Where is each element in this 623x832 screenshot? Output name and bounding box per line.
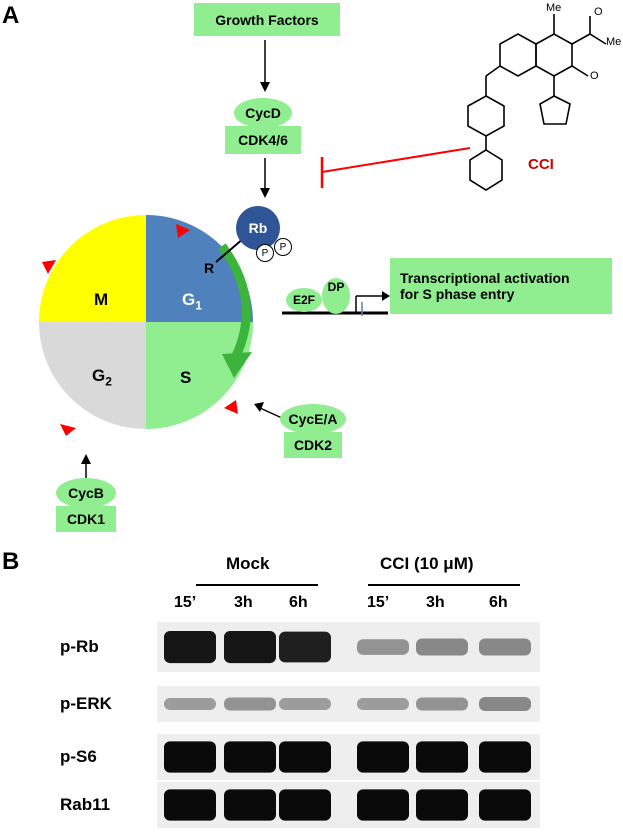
inhibition-line [321, 147, 471, 173]
panel-a-letter: A [2, 2, 20, 29]
phase-m-label: M [94, 290, 109, 309]
panel-b-letter: B [2, 548, 20, 575]
blot-band [164, 741, 216, 773]
chem-me-label: Me [606, 36, 622, 48]
checkpoint-marker [176, 224, 190, 238]
phase-m-quadrant [39, 215, 146, 322]
cdk2-box: CDK2 [284, 432, 342, 458]
blot-row-label: p-ERK [60, 694, 112, 713]
blot-band [416, 741, 468, 773]
blot-band [279, 631, 331, 663]
blot-band [279, 698, 331, 710]
blot-band [479, 638, 531, 656]
blot-band [479, 741, 531, 773]
phospho-circle: P [274, 238, 292, 256]
lane-label: 6h [489, 594, 508, 611]
cyce-ellipse: CycE/A [280, 404, 346, 434]
blot-band [357, 639, 409, 655]
checkpoint-marker [42, 260, 56, 274]
blot-strip [157, 782, 540, 828]
lane-label: 3h [426, 594, 445, 611]
rb-protein: Rb [236, 206, 280, 250]
blot-strip [157, 622, 540, 672]
blot-band [357, 789, 409, 821]
phase-s-label: S [180, 368, 192, 387]
phase-s-quadrant [146, 322, 253, 429]
blot-strip [157, 734, 540, 780]
blot-band [279, 789, 331, 821]
blot-band [224, 789, 276, 821]
phase-g1-label: G1 [182, 290, 202, 313]
cycb-ellipse: CycB [56, 478, 116, 508]
blot-band [164, 789, 216, 821]
cycd-ellipse: CycD [234, 98, 292, 128]
g1-to-s-arrowhead [222, 352, 252, 378]
blot-band [164, 698, 216, 710]
group-cci-label: CCI (10 μM) [380, 554, 474, 573]
blot-band [224, 741, 276, 773]
cci-structure [467, 14, 607, 191]
blot-strip [157, 686, 540, 722]
phase-g1-quadrant [146, 215, 253, 322]
blot-band [416, 697, 468, 711]
blot-band [164, 630, 216, 664]
growth-factors-box: Growth Factors [194, 3, 340, 36]
phospho-circle: P [256, 244, 274, 262]
dp-ellipse: DP [322, 278, 350, 314]
chem-me-label: Me [546, 2, 562, 14]
checkpoint-marker [224, 400, 238, 414]
cdk1-box: CDK1 [56, 506, 116, 532]
blot-band [416, 638, 468, 656]
g1-to-s-arrow [218, 243, 251, 358]
transcription-box: Transcriptional activation for S phase e… [390, 258, 612, 314]
lane-label: 6h [289, 594, 308, 611]
lane-label: 15’ [367, 594, 390, 611]
blot-band [279, 741, 331, 773]
checkpoint-marker [60, 424, 76, 436]
blot-band [416, 789, 468, 821]
blot-row-label: p-S6 [60, 747, 97, 766]
phase-g2-quadrant [39, 322, 146, 429]
blot-band [357, 741, 409, 773]
chem-o-label: O [590, 70, 599, 82]
e2f-ellipse: E2F [286, 288, 322, 312]
drug-label: CCI [528, 156, 554, 173]
chem-o-label: O [594, 6, 603, 18]
phase-g2-label: G2 [92, 366, 112, 389]
blot-row-label: Rab11 [60, 795, 111, 814]
blot-band [224, 630, 276, 664]
blot-band [479, 697, 531, 711]
r-point-label: R [204, 260, 215, 276]
blot-band [224, 697, 276, 711]
lane-label: 15’ [174, 594, 197, 611]
blot-row-label: p-Rb [60, 637, 99, 656]
lane-label: 3h [234, 594, 253, 611]
group-mock-label: Mock [226, 554, 270, 573]
cdk46-box: CDK4/6 [225, 126, 301, 154]
blot-band [357, 698, 409, 710]
blot-band [479, 789, 531, 821]
